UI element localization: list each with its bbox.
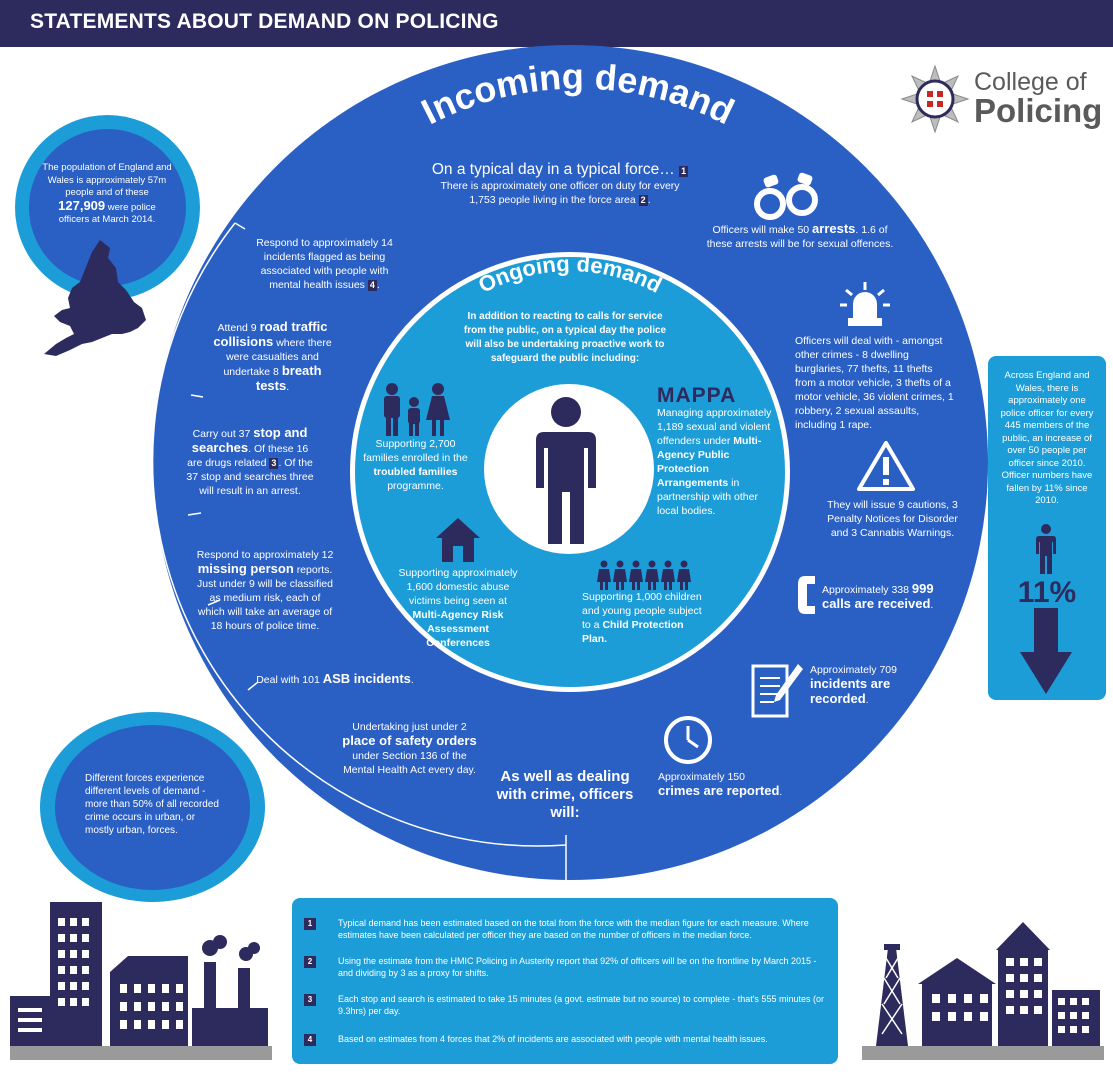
logo-line-1: College of: [974, 68, 1087, 96]
clock-icon: [664, 716, 712, 764]
domestic-abuse-item: Supporting approximately 1,600 domestic …: [398, 567, 518, 649]
handcuffs-icon: [754, 172, 818, 220]
different-forces-circle-inner: [55, 725, 250, 890]
children-icon: [597, 560, 691, 590]
crimes-reported-item: Approximately 150 crimes are reported.: [658, 771, 783, 798]
cautions-item: They will issue 9 cautions, 3 Penalty No…: [827, 499, 958, 539]
crimes-dealt-item: Officers will deal with - amongst other …: [795, 335, 954, 431]
mental-health-item: Respond to approximately 14 incidents fl…: [256, 237, 393, 291]
missing-person-item: Respond to approximately 12 missing pers…: [196, 549, 334, 632]
road-traffic-item: Attend 9 road traffic collisions where t…: [213, 319, 332, 394]
svg-text:Incoming demand: Incoming demand: [415, 56, 741, 133]
families-item: Supporting 2,700 families enrolled in th…: [363, 438, 468, 492]
different-forces-text: Different forces experience different le…: [85, 773, 219, 836]
typical-day-title: On a typical day in a typical force…: [431, 161, 675, 178]
officer-ratio-text: Across England and Wales, there is appro…: [1000, 370, 1094, 506]
footnotes-panel: 1 Typical demand has been estimated base…: [292, 898, 838, 1064]
children-item: Supporting 1,000 children and young peop…: [582, 591, 702, 645]
ongoing-demand-title: Ongoing demand: [474, 252, 666, 298]
header-bar: STATEMENTS ABOUT DEMAND ON POLICING: [0, 0, 1113, 47]
as-well-text: As well as dealing with crime, officers …: [496, 768, 634, 821]
officer-count: 127,909: [58, 197, 106, 213]
safety-orders-item: Undertaking just under 2 place of safety…: [342, 721, 477, 776]
house-icon: [436, 518, 480, 562]
college-of-policing-logo: College of Policing: [900, 64, 1103, 134]
footnote-ref-1: 1: [679, 166, 689, 177]
police-star-icon: [900, 64, 970, 134]
page-title: STATEMENTS ABOUT DEMAND ON POLICING: [30, 10, 499, 33]
family-icon: [384, 383, 450, 436]
down-arrow-icon: [1020, 608, 1072, 694]
person-icon: [536, 397, 596, 544]
england-wales-map-icon: [44, 240, 146, 356]
incidents-item: Approximately 709 incidents are recorded…: [810, 664, 897, 706]
ongoing-title-svg: Ongoing demand: [474, 252, 666, 298]
officer-person-icon: [1036, 524, 1056, 574]
calls-item: Approximately 338 999 calls are received…: [822, 581, 934, 612]
asb-item: Deal with 101 ASB incidents.: [256, 671, 414, 687]
footnote-ref-2: 2: [638, 195, 648, 206]
timeline-ring: Incoming demand: [153, 56, 741, 880]
mappa-item: Managing approximately 1,189 sexual and …: [657, 407, 772, 517]
left-city-skyline: [10, 902, 272, 1060]
siren-icon: [840, 282, 890, 326]
decline-percent: 11%: [1017, 576, 1077, 609]
notepad-icon: [751, 664, 803, 718]
stop-search-item: Carry out 37 stop and searches. Of these…: [186, 425, 314, 498]
svg-text:Ongoing demand: Ongoing demand: [474, 252, 666, 298]
right-city-skyline: [862, 922, 1104, 1060]
logo-line-2: Policing: [974, 92, 1103, 129]
incoming-demand-title: Incoming demand: [415, 56, 741, 133]
footnote-ref-3: 3: [269, 458, 279, 469]
footnote-ref-4: 4: [367, 280, 377, 291]
typical-day-block: On a typical day in a typical force… 1 T…: [431, 161, 689, 206]
mappa-title: MAPPA: [657, 384, 737, 407]
ongoing-intro: In addition to reacting to calls for ser…: [463, 311, 667, 364]
warning-icon: [857, 441, 915, 491]
arrests-item: Officers will make 50 arrests. 1.6 of th…: [706, 221, 894, 251]
population-text: The population of England and Wales is a…: [42, 162, 172, 225]
phone-icon: [798, 576, 815, 614]
